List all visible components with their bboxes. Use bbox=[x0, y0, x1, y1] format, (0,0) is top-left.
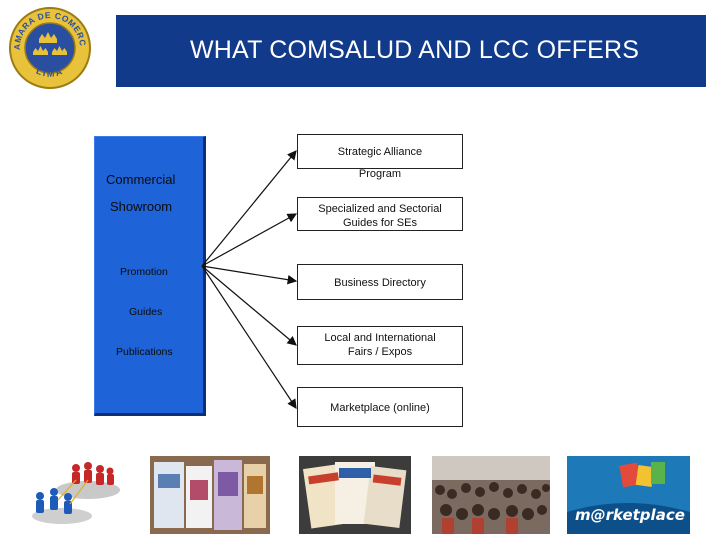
marketplace-logo-text: m@rketplace bbox=[575, 506, 685, 524]
offer-line: Program bbox=[358, 168, 402, 180]
offer-line: Business Directory bbox=[334, 277, 426, 289]
offer-line: Fairs / Expos bbox=[347, 346, 413, 358]
offer-strategic-alliance: Strategic Alliance Program bbox=[297, 134, 463, 180]
svg-text:LIMA: LIMA bbox=[35, 66, 65, 79]
offer-sectorial-guides: Specialized and Sectorial Guides for SEs bbox=[297, 197, 463, 231]
offer-line: Marketplace (online) bbox=[330, 402, 430, 414]
offer-business-directory: Business Directory bbox=[297, 264, 463, 300]
offer-fairs-expos: Local and International Fairs / Expos bbox=[297, 326, 463, 365]
network-people-image bbox=[26, 456, 130, 534]
title-bar bbox=[116, 15, 706, 87]
label-promotion: Promotion bbox=[120, 266, 168, 278]
fair-crowd-image bbox=[432, 456, 550, 534]
label-publications: Publications bbox=[116, 346, 173, 358]
arrow-business-directory bbox=[201, 265, 298, 285]
offer-line: Strategic Alliance bbox=[337, 146, 423, 158]
offer-line: Guides for SEs bbox=[343, 217, 417, 229]
directory-books-image bbox=[299, 456, 411, 534]
services-panel bbox=[94, 136, 206, 416]
arrow-sectorial-guides bbox=[201, 213, 298, 267]
label-guides: Guides bbox=[129, 306, 163, 318]
arrow-marketplace bbox=[201, 265, 297, 410]
offer-line: Local and International bbox=[324, 332, 436, 344]
logo-ring-bottom-text: LIMA bbox=[35, 66, 63, 79]
marketplace-image: m@rketplace bbox=[567, 456, 690, 534]
shopping-bags-icon bbox=[567, 456, 690, 534]
page-title: WHAT COMSALUD AND LCC OFFERS bbox=[190, 36, 640, 64]
label-showroom: Showroom bbox=[110, 199, 173, 214]
arrow-strategic-alliance bbox=[201, 150, 297, 267]
offer-line: Specialized and Sectorial bbox=[318, 203, 442, 215]
camara-de-comercio-logo: CAMARA DE COMERCIO LIMA bbox=[8, 6, 91, 89]
arrow-fairs-expos bbox=[201, 265, 297, 346]
offer-marketplace: Marketplace (online) bbox=[297, 387, 463, 427]
publications-display-image bbox=[150, 456, 270, 534]
label-commercial: Commercial bbox=[106, 172, 176, 187]
